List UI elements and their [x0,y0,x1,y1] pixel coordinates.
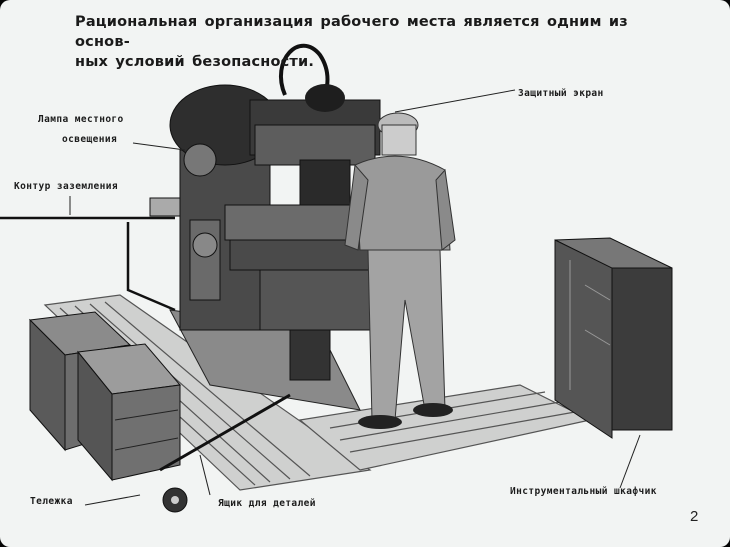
slide-title-line-2: ных условий безопасности. [75,54,315,70]
label-parts-box: Ящик для деталей [218,498,316,509]
parts-box-and-cart [28,311,291,513]
leader-lines [69,89,641,506]
label-ground-loop: Контур заземления [14,181,119,192]
page-number: 2 [690,508,699,525]
label-protective-screen: Защитный экран [518,88,604,99]
milling-machine [149,43,386,411]
grounding-loop [0,216,176,312]
slide-title: Рациональная организация рабочего места … [75,12,675,72]
label-cart: Тележка [30,496,73,507]
label-lamp-line-2: освещения [62,134,118,145]
label-lamp-line-1: Лампа местного [38,114,124,125]
slide-title-line-1: Рациональная организация рабочего места … [75,14,628,50]
label-tool-cabinet: Инструментальный шкафчик [510,486,657,497]
worker [344,112,456,429]
tool-cabinet-drawing [554,237,673,439]
